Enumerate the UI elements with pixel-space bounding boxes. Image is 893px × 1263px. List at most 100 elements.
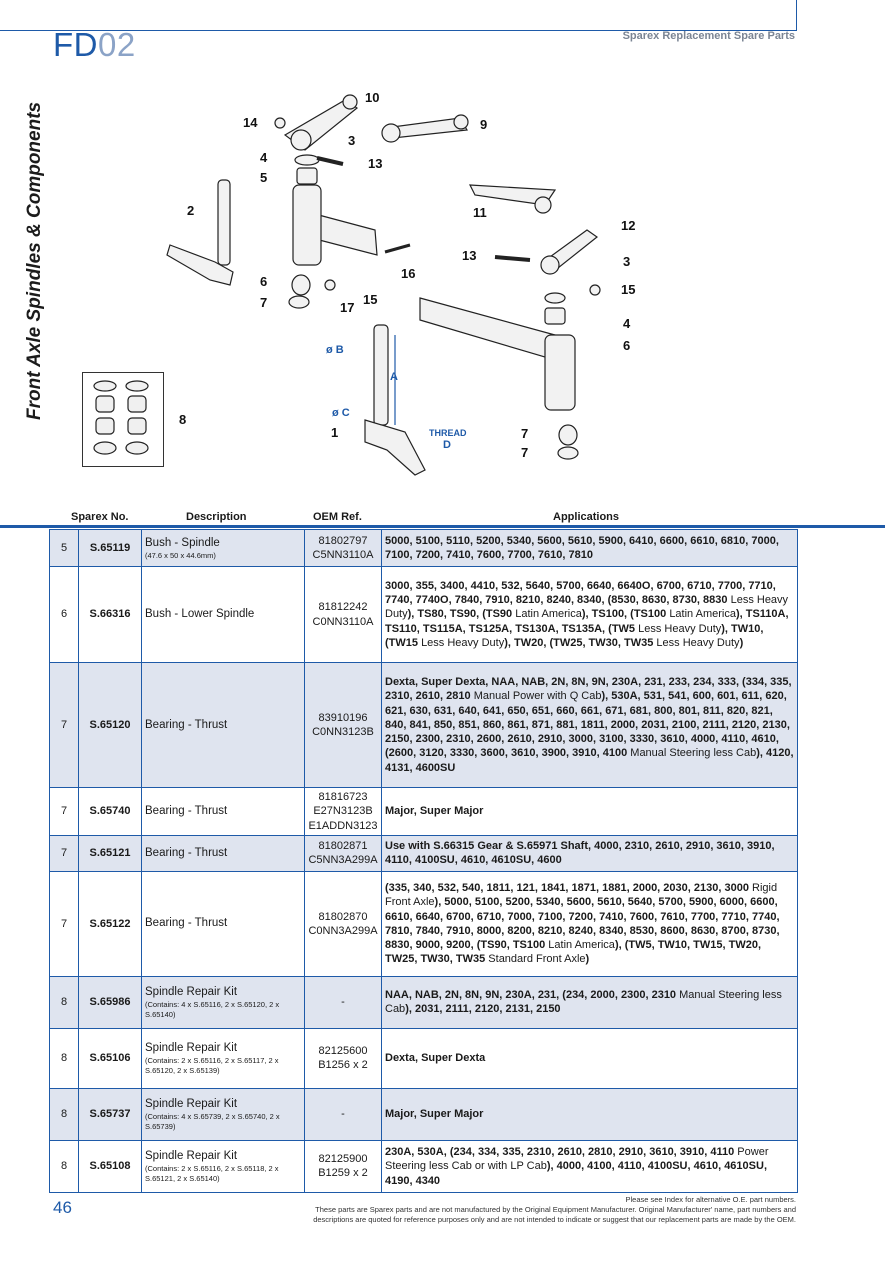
page-code-prefix: FD — [53, 26, 98, 63]
description-text: Spindle Repair Kit — [145, 1042, 238, 1055]
footer-line-1: Please see Index for alternative O.E. pa… — [625, 1195, 796, 1204]
cell-sparex-no: S.65121 — [78, 834, 142, 872]
application-segment: (335, 340, 532, 540, 1811, 121, 1841, 18… — [385, 882, 752, 894]
description-text: Spindle Repair Kit — [145, 986, 238, 999]
dim-a-label: A — [390, 371, 398, 383]
cell-diagram-ref: 8 — [49, 1087, 79, 1141]
arm-11-boss — [534, 196, 552, 214]
label-13-right: 13 — [462, 248, 476, 263]
oem-ref-line: 81812242 — [318, 601, 368, 614]
cell-description: Bush - Lower Spindle — [141, 566, 305, 663]
nut-14-top — [274, 117, 286, 129]
description-text: Bearing - Thrust — [145, 718, 228, 731]
oem-ref-line: 83910196 — [318, 711, 368, 724]
label-12: 12 — [621, 218, 635, 233]
application-segment: Rigid Front Axle — [385, 882, 778, 909]
oem-ref-line: 81816723 — [318, 791, 368, 803]
thread-label: THREAD — [429, 428, 467, 438]
cell-description: Bearing - Thrust — [141, 662, 305, 788]
top-rule — [0, 30, 797, 31]
cell-sparex-no: S.65120 — [78, 662, 142, 788]
oem-ref-line: B1256 x 2 — [318, 1059, 368, 1072]
kit-washer-2 — [125, 380, 149, 392]
description-detail: (Contains: 4 x S.65739, 2 x S.65740, 2 x… — [145, 1112, 280, 1131]
description-text: Bearing - Thrust — [145, 846, 228, 859]
label-8: 8 — [179, 412, 186, 427]
label-6-left: 6 — [260, 274, 267, 289]
cell-applications: Dexta, Super Dexta — [381, 1027, 798, 1089]
description-text: Bush - Lower Spindle — [145, 608, 255, 621]
description-detail: (Contains: 2 x S.65116, 2 x S.65117, 2 x… — [145, 1056, 279, 1075]
col-head-oem: OEM Ref. — [313, 511, 362, 523]
label-17: 17 — [340, 300, 354, 315]
oem-ref-line: C0NN3110A — [312, 615, 374, 628]
cell-oem-ref: - — [304, 975, 382, 1029]
cell-applications: Major, Super Major — [381, 1087, 798, 1141]
cell-applications: Dexta, Super Dexta, NAA, NAB, 2N, 8N, 9N… — [381, 662, 798, 788]
cell-sparex-no: S.65122 — [78, 870, 142, 977]
cell-sparex-no: S.65737 — [78, 1087, 142, 1141]
label-3-right: 3 — [623, 254, 630, 269]
label-13-top: 13 — [368, 156, 382, 171]
cell-description: Spindle Repair Kit(Contains: 2 x S.65116… — [141, 1139, 305, 1193]
page-number: 46 — [53, 1198, 72, 1217]
cell-diagram-ref: 7 — [49, 662, 79, 788]
oem-ref-line: 81802870 — [318, 910, 368, 923]
application-segment: ), TS80, TS90, (TS90 — [407, 608, 516, 621]
cell-applications: 3000, 355, 3400, 4410, 532, 5640, 5700, … — [381, 566, 798, 663]
application-segment: ), 4120, 4131, 4600SU — [385, 747, 794, 774]
oem-ref-line: - — [341, 996, 345, 1009]
application-segment: Power Steering less Cab or with LP Cab — [385, 1145, 769, 1173]
application-segment: ), (TW5, TW10, TW15, TW20, TW25, TW30, T… — [385, 939, 761, 966]
oem-ref-line: 81802871 — [318, 840, 368, 853]
header-title: Sparex Replacement Spare Parts — [622, 30, 795, 42]
application-segment: Less Heavy Duty — [385, 594, 789, 621]
application-segment: Dexta, Super Dexta — [385, 1052, 486, 1065]
application-segment: 5000, 5100, 5110, 5200, 5340, 5600, 5610… — [385, 534, 779, 561]
washer-7-right — [557, 446, 579, 460]
thread-d-label: D — [443, 439, 451, 451]
oem-ref-line: 82125600 — [318, 1045, 368, 1058]
parts-diagram: 10 14 3 9 4 13 5 2 11 12 13 3 6 16 15 7 … — [166, 90, 635, 476]
label-7-right: 7 — [521, 445, 528, 460]
bush-5-top — [296, 167, 318, 185]
label-3-top: 3 — [348, 133, 355, 148]
application-segment: Manual Power with Q Cab — [473, 690, 602, 703]
washer-7-left — [288, 295, 310, 309]
application-segment: Standard Front Axle — [488, 953, 586, 966]
label-16: 16 — [401, 266, 415, 281]
cell-description: Bearing - Thrust — [141, 870, 305, 977]
description-detail: (Contains: 4 x S.65116, 2 x S.65120, 2 x… — [145, 1000, 280, 1019]
oem-ref-line: 82125900 — [318, 1153, 368, 1166]
kit-bush-3 — [95, 417, 115, 435]
application-segment: Major, Super Major — [385, 1108, 484, 1121]
washer-4-top — [294, 154, 320, 166]
label-6-right: 7 — [521, 426, 528, 441]
application-segment: NAA, NAB, 2N, 8N, 9N, 230A, 231, (234, 2… — [385, 989, 680, 1002]
kit-bush-1 — [95, 395, 115, 413]
cell-diagram-ref: 7 — [49, 870, 79, 977]
application-segment: Manual Steering less Cab — [385, 989, 782, 1016]
bush-6-right — [558, 424, 578, 446]
axle-housing-right — [544, 334, 576, 411]
cell-diagram-ref: 8 — [49, 1139, 79, 1193]
cell-oem-ref: - — [304, 1087, 382, 1141]
nut-17 — [324, 279, 336, 291]
label-4-top: 4 — [260, 150, 268, 165]
cell-diagram-ref: 6 — [49, 566, 79, 663]
label-5-right: 6 — [623, 338, 630, 353]
label-15: 15 — [363, 292, 377, 307]
label-5-top: 5 — [260, 170, 267, 185]
application-segment: Dexta, Super Dexta, NAA, NAB, 2N, 8N, 9N… — [385, 675, 792, 703]
application-segment: ), TW10, (TW15 — [385, 622, 764, 649]
application-segment: Manual Steering less Cab — [630, 747, 757, 760]
nut-14-right — [589, 284, 601, 296]
